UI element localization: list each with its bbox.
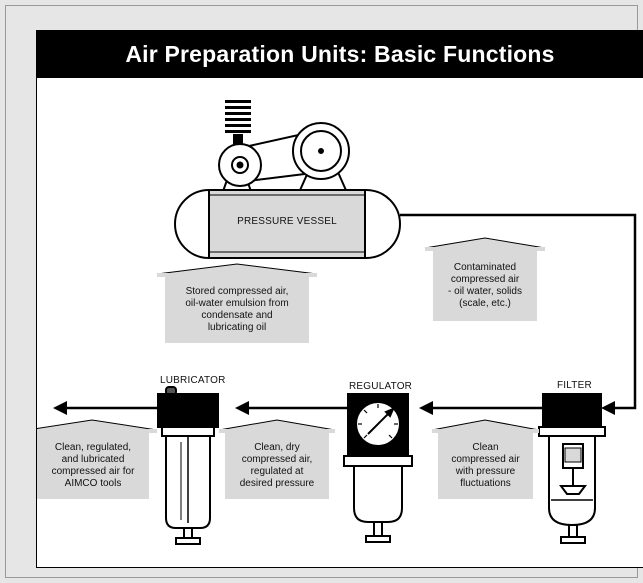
- callout-pointer-fills: [37, 247, 545, 433]
- callout-line: Stored compressed air,: [185, 286, 289, 297]
- callout-line: and lubricated: [61, 454, 125, 465]
- pressure-vessel: [174, 189, 401, 259]
- callout-line: compressed air: [451, 454, 520, 465]
- filter-unit: [538, 393, 606, 544]
- diagram-drawing: [37, 100, 637, 545]
- callout-line: - oil water, solids: [448, 286, 522, 297]
- clean-air-callout: Clean compressed air with pressure fluct…: [438, 433, 533, 499]
- callout-line: Clean, regulated,: [54, 442, 132, 453]
- arrowhead-into-filter: [601, 401, 615, 415]
- callout-line: compressed air: [450, 274, 520, 285]
- lubricated-air-callout: Clean, regulated, and lubricated compres…: [37, 433, 149, 499]
- callout-line: with pressure: [455, 466, 516, 477]
- compressor-fins: [225, 100, 251, 144]
- callout-line: Contaminated: [453, 262, 517, 273]
- lubricator-label: LUBRICATOR: [160, 375, 226, 386]
- air-line-regulator-to-lubricator: [235, 401, 348, 415]
- callout-line: fluctuations: [460, 478, 511, 489]
- regulator-label: REGULATOR: [349, 381, 413, 392]
- contaminated-air-callout: Contaminated compressed air - oil water,…: [433, 251, 537, 321]
- diagram-panel: Air Preparation Units: Basic Functions: [36, 30, 643, 568]
- air-line-vessel-to-filter: [400, 213, 637, 410]
- callout-line: oil-water emulsion from: [185, 298, 289, 309]
- pressure-vessel-label: PRESSURE VESSEL: [237, 216, 337, 227]
- callout-line: desired pressure: [239, 478, 315, 489]
- callout-line: condensate and: [201, 310, 273, 321]
- callout-line: Clean: [472, 442, 499, 453]
- regulator-unit: [343, 393, 413, 543]
- filter-label: FILTER: [557, 380, 592, 391]
- lubricator-unit: [157, 386, 219, 545]
- air-line-filter-to-regulator: [419, 401, 543, 415]
- air-line-lubricator-to-tools: [53, 401, 157, 415]
- callout-line: compressed air,: [241, 454, 313, 465]
- callout-line: AIMCO tools: [64, 478, 122, 489]
- regulated-air-callout: Clean, dry compressed air, regulated at …: [225, 433, 329, 499]
- stored-air-callout: Stored compressed air, oil-water emulsio…: [165, 277, 309, 343]
- callout-line: (scale, etc.): [459, 298, 511, 309]
- callout-line: lubricating oil: [207, 322, 267, 333]
- callout-line: regulated at: [250, 466, 304, 477]
- callout-line: Clean, dry: [254, 442, 300, 453]
- diagram-title: Air Preparation Units: Basic Functions: [37, 30, 643, 78]
- callout-line: compressed air for: [51, 466, 135, 477]
